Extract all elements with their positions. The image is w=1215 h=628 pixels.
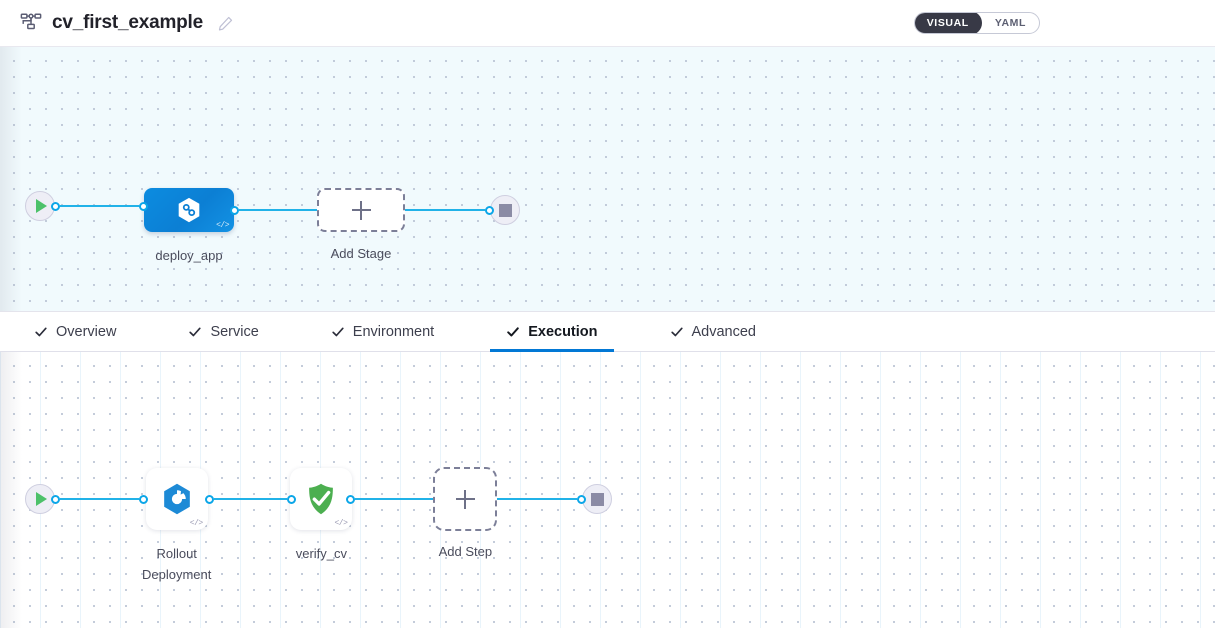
edge-start-to-rollout <box>60 498 139 500</box>
edge-rollout-to-verify <box>214 498 288 500</box>
tab-service[interactable]: Service <box>172 312 274 351</box>
step-start-group <box>25 468 55 530</box>
add-step-button[interactable] <box>433 467 498 531</box>
plus-icon <box>351 200 371 220</box>
page-title: cv_first_example <box>52 12 204 33</box>
add-step-group: Add Step <box>433 467 498 562</box>
add-step-label: Add Step <box>438 544 493 559</box>
harness-deploy-icon <box>178 197 200 223</box>
toggle-option-yaml[interactable]: YAML <box>994 17 1026 29</box>
header-right-group: VISUAL YAML <box>913 12 1215 34</box>
stop-icon <box>498 203 512 217</box>
stage-node-label-deploy-app: deploy_app <box>155 248 223 263</box>
stage-node-deploy-app-group: </> deploy_app <box>144 188 234 266</box>
play-icon <box>36 199 47 213</box>
edge-deploy-to-addstage <box>239 209 317 211</box>
tab-label-overview: Overview <box>56 323 117 340</box>
play-icon <box>36 492 47 506</box>
tab-overview[interactable]: Overview <box>18 312 132 351</box>
tab-advanced[interactable]: Advanced <box>654 312 773 351</box>
step-label-line1: Rollout <box>156 546 197 561</box>
execution-end-node[interactable] <box>582 484 613 514</box>
check-icon <box>332 326 344 336</box>
check-icon <box>35 326 47 336</box>
step-code-marker: </> <box>334 519 348 528</box>
port-in-verify[interactable] <box>287 494 297 504</box>
step-node-verify-cv[interactable]: </> <box>290 468 353 530</box>
plus-icon <box>455 489 475 509</box>
port-out-rollout[interactable] <box>205 494 215 504</box>
canvas-left-shadow <box>0 352 22 628</box>
app-header: cv_first_example VISUAL YAML <box>0 0 1215 47</box>
stage-start-group <box>25 188 55 224</box>
edge-addstage-to-end <box>405 209 485 211</box>
stop-icon <box>590 492 604 506</box>
stage-node-deploy-app[interactable]: </> <box>144 188 234 232</box>
view-mode-toggle[interactable]: VISUAL YAML <box>913 12 1040 34</box>
toggle-option-visual[interactable]: VISUAL <box>914 13 982 33</box>
edge-start-to-deploy <box>60 205 139 207</box>
step-flow: </> Rollout Deployment </> <box>25 467 613 585</box>
port-in-rollout[interactable] <box>139 494 148 504</box>
tab-label-advanced: Advanced <box>691 323 757 340</box>
step-end-group <box>582 468 613 530</box>
step-connector-mid2 <box>346 468 434 530</box>
step-node-rollout-deployment[interactable]: </> <box>145 468 208 530</box>
header-left-group: cv_first_example <box>0 12 234 34</box>
tab-label-service: Service <box>210 323 259 340</box>
step-connector-mid1 <box>205 468 297 530</box>
tab-execution[interactable]: Execution <box>490 312 614 352</box>
add-stage-label: Add Stage <box>330 246 392 261</box>
stage-connector-start <box>51 188 148 224</box>
edge-verify-to-addstep <box>355 498 434 500</box>
tab-label-execution: Execution <box>528 323 598 340</box>
port-out-deploy[interactable] <box>230 205 239 215</box>
port-out-verify[interactable] <box>346 494 356 504</box>
step-connector-start <box>51 468 148 530</box>
tab-label-environment: Environment <box>352 323 435 340</box>
check-icon <box>189 326 202 336</box>
step-connector-end <box>497 468 587 530</box>
step-node-label-rollout-deployment: Rollout Deployment <box>142 543 211 585</box>
step-node-rollout-group: </> Rollout Deployment <box>142 468 211 585</box>
port-out-start[interactable] <box>51 201 60 211</box>
rollout-deployment-icon <box>163 483 190 515</box>
port-in-deploy[interactable] <box>139 201 148 211</box>
edit-pencil-icon[interactable] <box>213 15 234 32</box>
step-code-marker: </> <box>189 519 203 528</box>
stage-code-marker: </> <box>216 221 229 230</box>
port-in-end[interactable] <box>485 205 494 215</box>
port-out-exec-start[interactable] <box>51 494 60 504</box>
stage-connector-mid <box>230 188 317 232</box>
add-stage-button[interactable] <box>317 188 405 232</box>
check-icon <box>507 326 519 336</box>
pipeline-end-node[interactable] <box>490 195 520 225</box>
stage-config-tabs: Overview Service Environment Execution A… <box>0 311 1215 352</box>
add-stage-group: Add Stage <box>317 188 405 264</box>
execution-steps-canvas[interactable]: </> Rollout Deployment </> <box>0 352 1215 628</box>
pipeline-start-node[interactable] <box>25 191 55 221</box>
step-node-label-verify-cv: verify_cv <box>295 546 348 561</box>
tab-environment[interactable]: Environment <box>315 312 450 351</box>
verify-shield-icon <box>309 483 334 515</box>
execution-start-node[interactable] <box>25 484 55 514</box>
port-in-exec-end[interactable] <box>577 494 587 504</box>
stage-canvas[interactable]: </> deploy_app Add Stage <box>0 47 1215 311</box>
edge-addstep-to-end <box>497 498 578 500</box>
step-label-line2: Deployment <box>142 567 212 582</box>
pipeline-icon <box>20 12 42 34</box>
check-icon <box>670 326 683 336</box>
stage-flow: </> deploy_app Add Stage <box>25 188 520 266</box>
step-node-verify-group: </> verify_cv <box>290 468 353 564</box>
stage-end-group <box>490 188 520 232</box>
stage-connector-end <box>405 188 494 232</box>
canvas-left-shadow <box>0 47 22 311</box>
